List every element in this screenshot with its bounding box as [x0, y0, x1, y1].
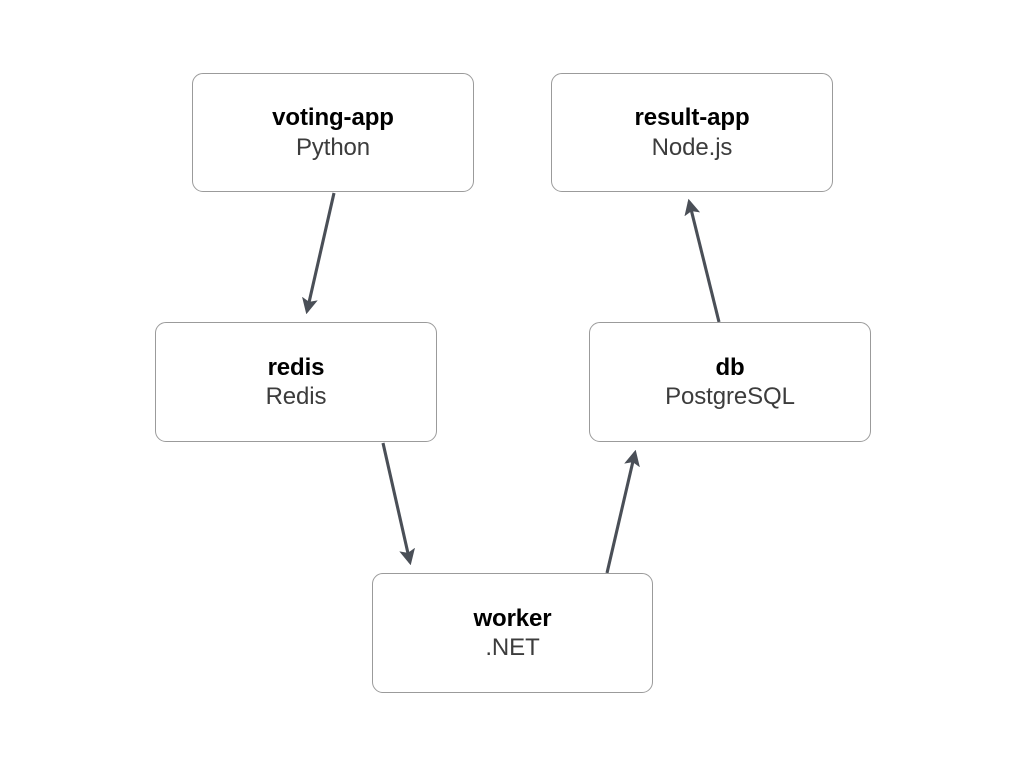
node-subtitle: Redis	[265, 383, 327, 410]
node-title: result-app	[634, 104, 750, 132]
edge-voting-app-to-redis	[302, 192, 336, 315]
node-subtitle: PostgreSQL	[665, 383, 795, 410]
node-voting-app[interactable]: voting-app Python	[192, 73, 474, 192]
node-title: worker	[473, 604, 552, 632]
node-redis[interactable]: redis Redis	[155, 322, 437, 442]
edge-redis-to-worker	[381, 442, 415, 566]
node-worker[interactable]: worker .NET	[372, 573, 653, 693]
node-title: redis	[267, 353, 325, 381]
node-db[interactable]: db PostgreSQL	[589, 322, 871, 442]
node-result-app[interactable]: result-app Node.js	[551, 73, 833, 192]
node-title: voting-app	[272, 104, 394, 132]
edge-worker-to-db	[605, 449, 640, 574]
edge-db-to-result-app	[684, 198, 721, 323]
node-subtitle: .NET	[485, 634, 540, 661]
node-subtitle: Python	[295, 133, 371, 161]
node-subtitle: Node.js	[651, 133, 733, 161]
node-title: db	[715, 353, 745, 381]
